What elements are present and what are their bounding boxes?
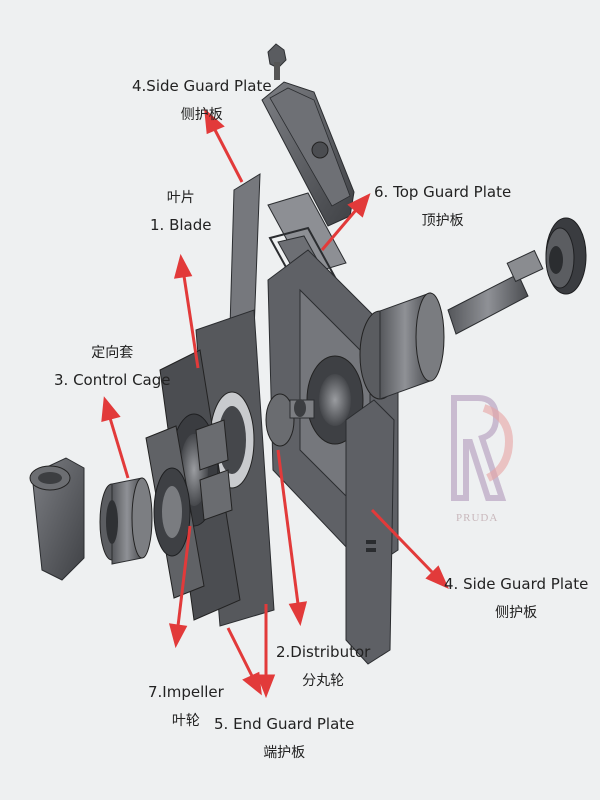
arrow-distributor [276, 449, 308, 627]
arrow-end-guard-b [256, 604, 276, 699]
label-control-cage-zh: 定向套 [91, 345, 134, 361]
label-distributor-zh: 分丸轮 [302, 673, 345, 689]
arrow-top-guard [320, 193, 371, 251]
control-cage-flange-part [145, 425, 205, 599]
label-side-guard-top: 4.Side Guard Plate 侧护板 [132, 78, 272, 124]
arrow-side-guard-right [370, 508, 449, 589]
label-side-guard-right-en: 4. Side Guard Plate [444, 575, 589, 593]
bearing-housing-part [359, 292, 445, 400]
label-distributor: 2.Distributor 分丸轮 [276, 644, 370, 690]
label-impeller: 7.Impeller 叶轮 [148, 684, 224, 730]
label-blade: 叶片 1. Blade [150, 190, 211, 234]
control-cage-part [99, 477, 153, 565]
label-side-guard-right: 4. Side Guard Plate 侧护板 [444, 576, 588, 622]
watermark-brand: PRUDA [456, 512, 499, 524]
label-top-guard-zh: 顶护板 [421, 213, 464, 229]
arrow-impeller [168, 525, 192, 649]
label-side-guard-top-en: 4.Side Guard Plate [132, 77, 272, 95]
feed-spout-part [29, 457, 85, 581]
label-distributor-en: 2.Distributor [276, 643, 371, 661]
label-end-guard-zh: 端护板 [263, 745, 306, 761]
label-blade-zh: 叶片 [166, 190, 195, 206]
pruda-logo [451, 395, 513, 501]
label-blade-en: 1. Blade [150, 216, 212, 234]
side-guard-plate-top-part [261, 81, 355, 227]
label-side-guard-top-zh: 侧护板 [180, 107, 223, 123]
top-knob [267, 43, 287, 80]
label-side-guard-right-zh: 侧护板 [495, 605, 538, 621]
label-top-guard-en: 6. Top Guard Plate [374, 183, 512, 201]
arrow-end-guard-a [226, 627, 262, 696]
label-control-cage-en: 3. Control Cage [54, 371, 171, 389]
distributor-part [265, 393, 315, 447]
pulley-part [545, 217, 587, 295]
callout-arrows [101, 108, 449, 699]
label-end-guard-en: 5. End Guard Plate [214, 715, 355, 733]
label-control-cage: 定向套 3. Control Cage [54, 345, 170, 389]
label-top-guard: 6. Top Guard Plate 顶护板 [374, 184, 511, 230]
label-impeller-en: 7.Impeller [148, 683, 224, 701]
label-impeller-zh: 叶轮 [171, 713, 200, 729]
shaft-part [447, 249, 544, 335]
label-end-guard: 5. End Guard Plate 端护板 [214, 716, 354, 762]
arrow-control-cage [101, 396, 130, 479]
arrow-blade [173, 253, 200, 369]
arrow-side-guard-top [204, 108, 244, 183]
side-guard-plate-right-part [345, 399, 395, 665]
